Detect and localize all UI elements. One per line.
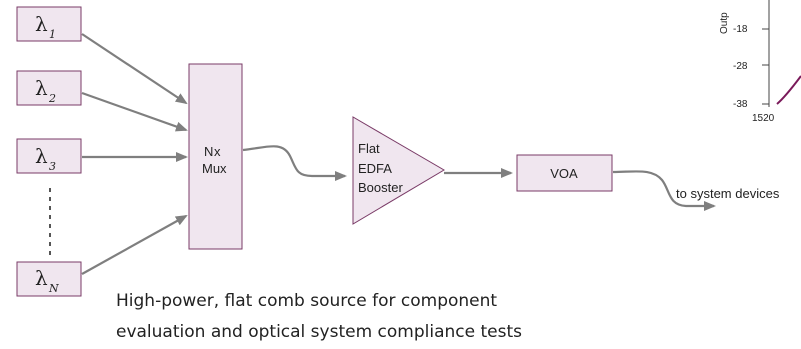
lambda-3-symbol: λ — [35, 144, 48, 168]
lambda-2-subscript: 2 — [48, 92, 56, 105]
output-label: to system devices — [676, 186, 780, 201]
caption-line-2: evaluation and optical system compliance… — [116, 322, 522, 342]
lambda-1-symbol: λ — [35, 12, 48, 36]
arrow-lambda-n-to-mux — [81, 215, 188, 275]
source-lambda-1: λ 1 — [16, 6, 82, 42]
booster-label-line1: Flat — [358, 141, 380, 156]
inset-xtick-label-1: 1520 — [752, 113, 775, 124]
fiber-voa-to-output — [612, 170, 716, 211]
source-lambda-3: λ 3 — [16, 138, 82, 174]
mux-n-label: N — [204, 144, 213, 159]
arrow-lambda-1-to-mux — [81, 33, 188, 105]
booster-label-line3: Booster — [358, 180, 403, 195]
mux-label: Mux — [202, 161, 227, 176]
inset-ytick-label-2: -28 — [733, 61, 748, 72]
booster-label-line2: EDFA — [358, 161, 392, 176]
lambda-n-subscript: N — [48, 282, 59, 295]
caption-line-1: High-power, flat comb source for compone… — [116, 291, 498, 311]
source-lambda-n: λ N — [16, 261, 82, 297]
source-lambda-2: λ 2 — [16, 70, 82, 106]
voa-block: VOA — [516, 154, 613, 192]
inset-ytick-label-1: -18 — [733, 24, 748, 35]
mux-block: N x Mux — [188, 63, 243, 250]
inset-spectrum-chart: -18 -28 -38 1520 Outp — [719, 0, 801, 124]
lambda-n-symbol: λ — [35, 266, 48, 290]
fiber-mux-to-booster — [242, 145, 347, 181]
edfa-booster-block: Flat EDFA Booster — [352, 116, 445, 225]
mux-times-label: x — [214, 144, 221, 159]
caption: High-power, flat comb source for compone… — [116, 286, 676, 348]
inset-ylabel: Outp — [719, 12, 730, 34]
lambda-1-subscript: 1 — [49, 28, 56, 41]
arrow-lambda-2-to-mux — [81, 91, 188, 132]
inset-ytick-label-3: -38 — [733, 99, 748, 110]
voa-label: VOA — [550, 166, 578, 181]
lambda-2-symbol: λ — [35, 76, 48, 100]
inset-spectrum-curve — [776, 75, 801, 105]
lambda-3-subscript: 3 — [49, 160, 56, 173]
